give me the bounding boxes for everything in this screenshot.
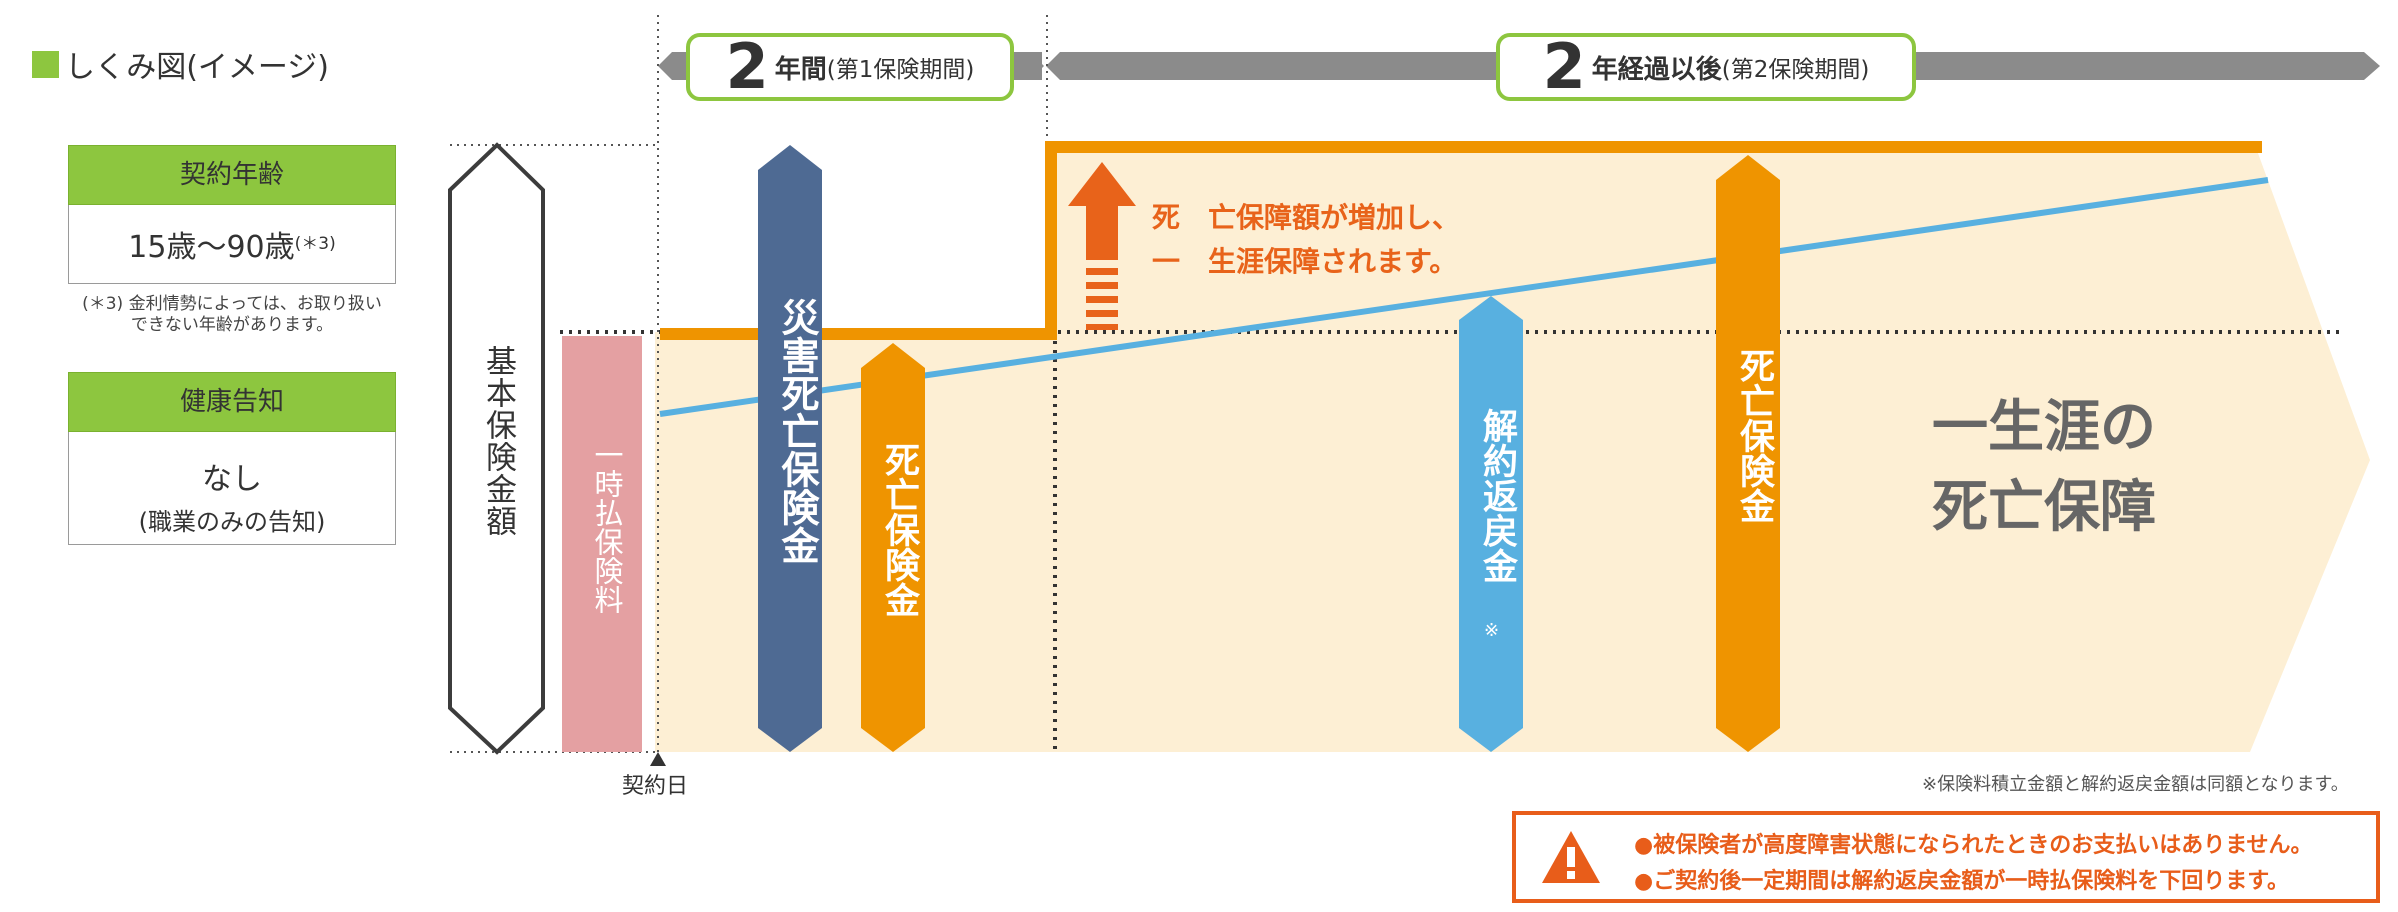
equal-amount-note: ※保険料積立金額と解約返戻金額は同額となります。 <box>1922 774 2349 795</box>
contract-age-value: 15歳～90歳 <box>128 230 295 265</box>
contract-age-note-mark: (＊3) <box>294 234 336 254</box>
surrender-label: 解約返戻金 <box>1477 408 1517 583</box>
death-bar-period1 <box>861 343 925 752</box>
diagram-title: しくみ図(イメージ) <box>32 42 329 86</box>
health-sub: (職業のみの告知) <box>138 508 326 536</box>
period2-label: 2 年経過以後 (第2保険期間) <box>1496 33 1916 101</box>
basic-amount-label: 基本保険金額 <box>480 345 516 537</box>
increase-arrow-icon <box>1068 162 1136 330</box>
surrender-note-mark: ※ <box>1484 620 1500 641</box>
accident-death-bar <box>758 145 822 752</box>
warning-box: ●被保険者が高度障害状態になられたときのお支払いはありません。 ●ご契約後一定期… <box>1512 811 2380 903</box>
surrender-value-line <box>659 177 2269 417</box>
death-bar-period2 <box>1716 155 1780 752</box>
basic-amount-shape <box>448 142 545 755</box>
death-benefit-line <box>660 141 2262 340</box>
surrender-bar <box>1459 296 1523 752</box>
death-period2-label: 死亡保険金 <box>1734 348 1774 523</box>
contract-day-marker-icon <box>650 752 666 766</box>
warning-line-1: ●被保険者が高度障害状態になられたときのお支払いはありません。 <box>1634 833 2313 858</box>
lifetime-coverage-text: 一生涯の 死亡保障 <box>1932 395 2156 540</box>
warning-icon <box>1542 831 1600 883</box>
health-value: なし <box>202 462 262 497</box>
increase-message: 死 亡保障額が増加し、 一 生涯保障されます。 <box>1152 201 1461 278</box>
period1-label: 2 年間 (第1保険期間) <box>686 33 1014 101</box>
lump-premium-bar <box>562 336 642 752</box>
health-box: 健康告知 なし (職業のみの告知) <box>68 372 396 545</box>
title-text: しくみ図(イメージ) <box>65 50 330 85</box>
title-square-icon <box>32 50 59 78</box>
contract-age-footnote: (＊3) 金利情勢によっては、お取り扱い できない年齢があります。 <box>82 294 382 335</box>
contract-day-label: 契約日 <box>622 774 689 799</box>
health-header: 健康告知 <box>68 372 396 432</box>
lump-premium-label: 一時払保険料 <box>590 440 624 614</box>
death-period1-label: 死亡保険金 <box>879 442 919 617</box>
contract-age-header: 契約年齢 <box>68 145 396 205</box>
warning-line-2: ●ご契約後一定期間は解約返戻金額が一時払保険料を下回ります。 <box>1634 869 2289 894</box>
contract-age-box: 契約年齢 15歳～90歳(＊3) <box>68 145 396 284</box>
accident-death-label: 災害死亡保険金 <box>775 298 819 564</box>
